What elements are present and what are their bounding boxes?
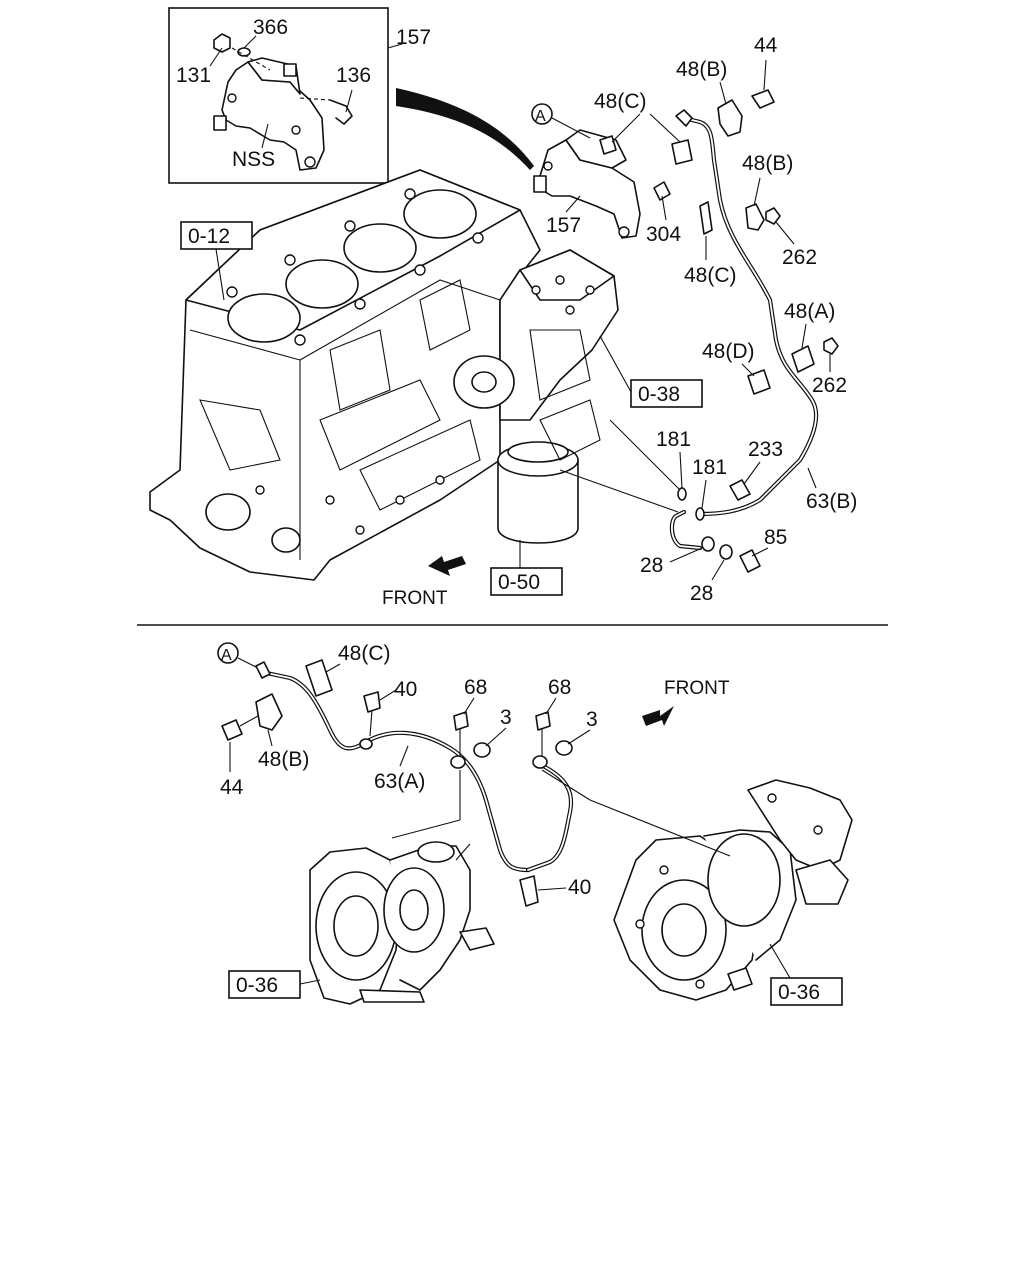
ref-box-0-50: 0-50 [498, 571, 540, 594]
label-63a: 63(A) [374, 770, 425, 793]
compressor-top [453, 249, 619, 461]
ref-a-bottom: A [221, 647, 232, 664]
label-40-b: 40 [568, 876, 591, 899]
label-136: 136 [336, 64, 371, 87]
label-28-b: 28 [690, 582, 713, 605]
label-262-a: 262 [782, 246, 817, 269]
label-40-a: 40 [394, 678, 417, 701]
label-157-main: 157 [546, 214, 581, 237]
label-48d: 48(D) [702, 340, 755, 363]
label-3-b: 3 [586, 708, 598, 731]
label-3-a: 3 [500, 706, 512, 729]
front-label-bottom: FRONT [664, 678, 730, 699]
label-233: 233 [748, 438, 783, 461]
label-nss: NSS [232, 148, 275, 171]
engine-block [149, 169, 541, 581]
clip-48c-top [671, 139, 693, 165]
label-48b-mid: 48(B) [742, 152, 793, 175]
turbo-right [613, 779, 853, 1001]
label-262-b: 262 [812, 374, 847, 397]
label-181-a: 181 [656, 428, 691, 451]
turbo-left [309, 841, 495, 1005]
ref-a-top: A [535, 108, 546, 125]
ref-box-0-36-right: 0-36 [778, 981, 820, 1004]
front-arrow-top [428, 556, 466, 576]
label-48c-bottom: 48(C) [338, 642, 391, 665]
detail-arrow [396, 88, 534, 170]
label-48c-mid: 48(C) [684, 264, 737, 287]
label-68-a: 68 [464, 676, 487, 699]
label-157-inset: 157 [396, 26, 431, 49]
label-85: 85 [764, 526, 787, 549]
front-label-top: FRONT [382, 588, 448, 609]
ref-box-0-12: 0-12 [188, 225, 230, 248]
label-48c-top: 48(C) [594, 90, 647, 113]
label-304: 304 [646, 223, 681, 246]
label-48a: 48(A) [784, 300, 835, 323]
label-44-top: 44 [754, 34, 778, 57]
label-131: 131 [176, 64, 211, 87]
label-181-b: 181 [692, 456, 727, 479]
label-48b-top: 48(B) [676, 58, 727, 81]
label-68-b: 68 [548, 676, 571, 699]
label-366: 366 [253, 16, 288, 39]
bracket-inset [168, 7, 389, 184]
main-bracket [533, 129, 671, 239]
label-28-a: 28 [640, 554, 663, 577]
label-63b: 63(B) [806, 490, 857, 513]
front-arrow-bottom [642, 706, 674, 726]
ref-box-0-36-left: 0-36 [236, 974, 278, 997]
ref-box-0-38: 0-38 [638, 383, 680, 406]
oil-filter [497, 441, 579, 544]
label-48b-bottom: 48(B) [258, 748, 309, 771]
label-44-bottom: 44 [220, 776, 244, 799]
